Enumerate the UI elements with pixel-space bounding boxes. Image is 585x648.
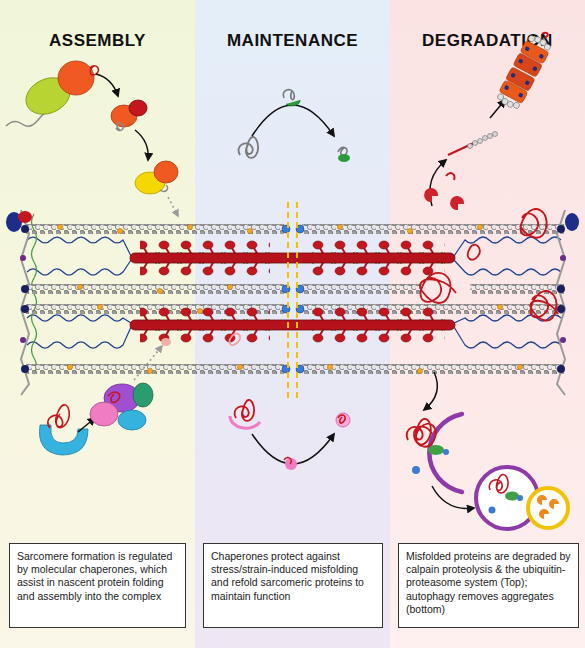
caption-box: Chaperones protect against stress/strain… [203,543,383,628]
section-band: DEGRADATION Misfolded proteins are degrad… [390,0,585,648]
caption-text: Misfolded proteins are degraded by calpa… [406,550,572,616]
section-band: MAINTENANCE Chaperones protect against st… [195,0,390,648]
section-heading: ASSEMBLY [0,31,195,51]
caption-box: Misfolded proteins are degraded by calpa… [398,543,579,628]
section-band: ASSEMBLY Sarcomere formation is regulated… [0,0,195,648]
caption-text: Sarcomere formation is regulated by mole… [17,550,179,603]
section-heading: DEGRADATION [390,31,585,51]
caption-text: Chaperones protect against stress/strain… [211,550,376,603]
section-heading: MAINTENANCE [195,31,390,51]
caption-box: Sarcomere formation is regulated by mole… [9,543,186,628]
